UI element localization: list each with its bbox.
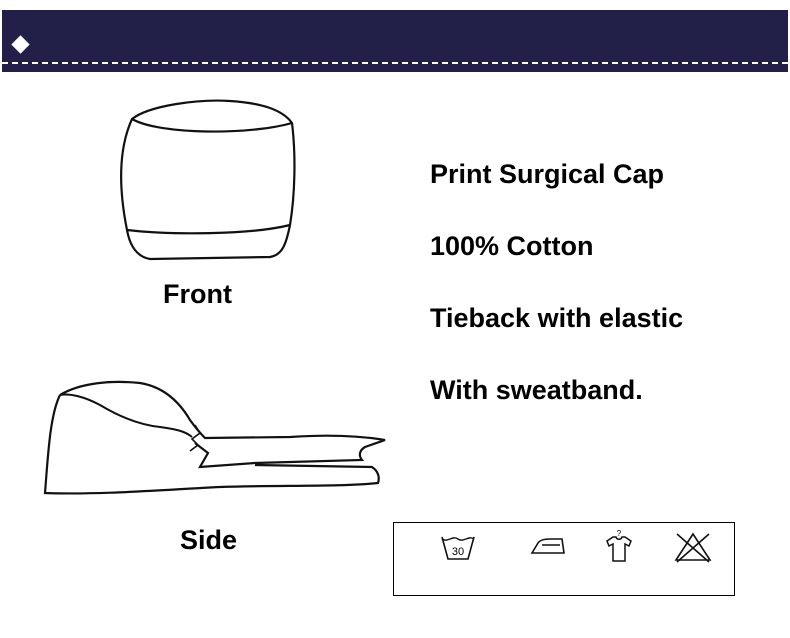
feature-item: 100% Cotton [430, 231, 594, 261]
shirt-mark-text: ? [617, 529, 622, 538]
cap-side-drawing [43, 380, 386, 495]
header-banner [2, 10, 788, 72]
feature-item: Tieback with elastic [430, 303, 684, 333]
do-not-bleach-icon [674, 532, 712, 563]
tumble-dry-shirt-icon: ? [606, 529, 632, 562]
wash-temp-text: 30 [452, 546, 464, 558]
cap-front-drawing [120, 99, 296, 261]
wash-30-icon: 30 [441, 536, 475, 560]
feature-item: Print Surgical Cap [430, 159, 665, 189]
care-instructions-box: 30 ? [393, 522, 735, 596]
side-label: Side [180, 525, 238, 555]
iron-icon [530, 538, 565, 554]
feature-item: With sweatband. [430, 375, 643, 405]
front-label: Front [163, 279, 232, 309]
diamond-icon [11, 35, 30, 54]
banner-dashed-divider [2, 62, 788, 64]
